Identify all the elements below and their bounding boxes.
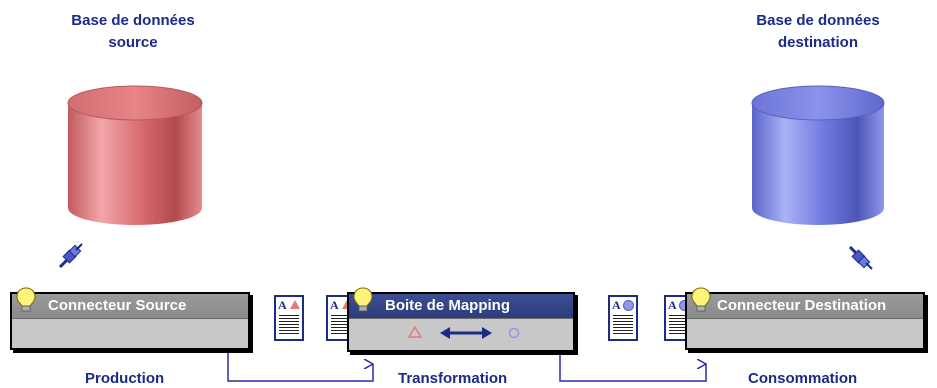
lightbulb-icon [353,287,373,312]
destination-database-label-line1: Base de données [756,12,880,29]
destination-database-label: Base de données destination [728,10,908,54]
stage-label-consommation: Consommation [748,370,858,387]
mapping-transform-icons [407,325,520,339]
source-connector-box[interactable]: Connecteur Source [10,287,250,350]
source-database-label-line2: source [108,34,158,51]
lightbulb-icon [16,287,36,312]
lightbulb-icon [691,287,711,312]
source-connector-title: Connecteur Source [12,294,248,319]
destination-connector-box[interactable]: Connecteur Destination [685,287,925,350]
source-database-label-line1: Base de données [71,12,195,29]
source-database-cylinder [67,85,203,225]
destination-connector-title: Connecteur Destination [687,294,923,319]
mapping-box-title: Boite de Mapping [349,294,573,319]
document-source-icon: A [274,295,304,341]
stage-label-transformation: Transformation [398,370,508,387]
triangle-icon [407,325,423,338]
source-database-label: Base de données source [58,10,208,54]
destination-database-label-line2: destination [777,34,858,51]
stage-label-production: Production [85,370,165,387]
document-destination-icon: A [608,295,638,341]
plug-connected-icon [58,243,83,269]
flow-arrow-production-to-transformation [227,350,373,382]
double-arrow-icon [440,327,492,339]
plug-connected-icon-destination [848,245,873,270]
mapping-box[interactable]: Boite de Mapping [347,287,575,352]
flow-arrow-transformation-to-consommation [559,350,706,382]
circle-icon [508,327,520,339]
destination-database-cylinder [751,85,885,225]
